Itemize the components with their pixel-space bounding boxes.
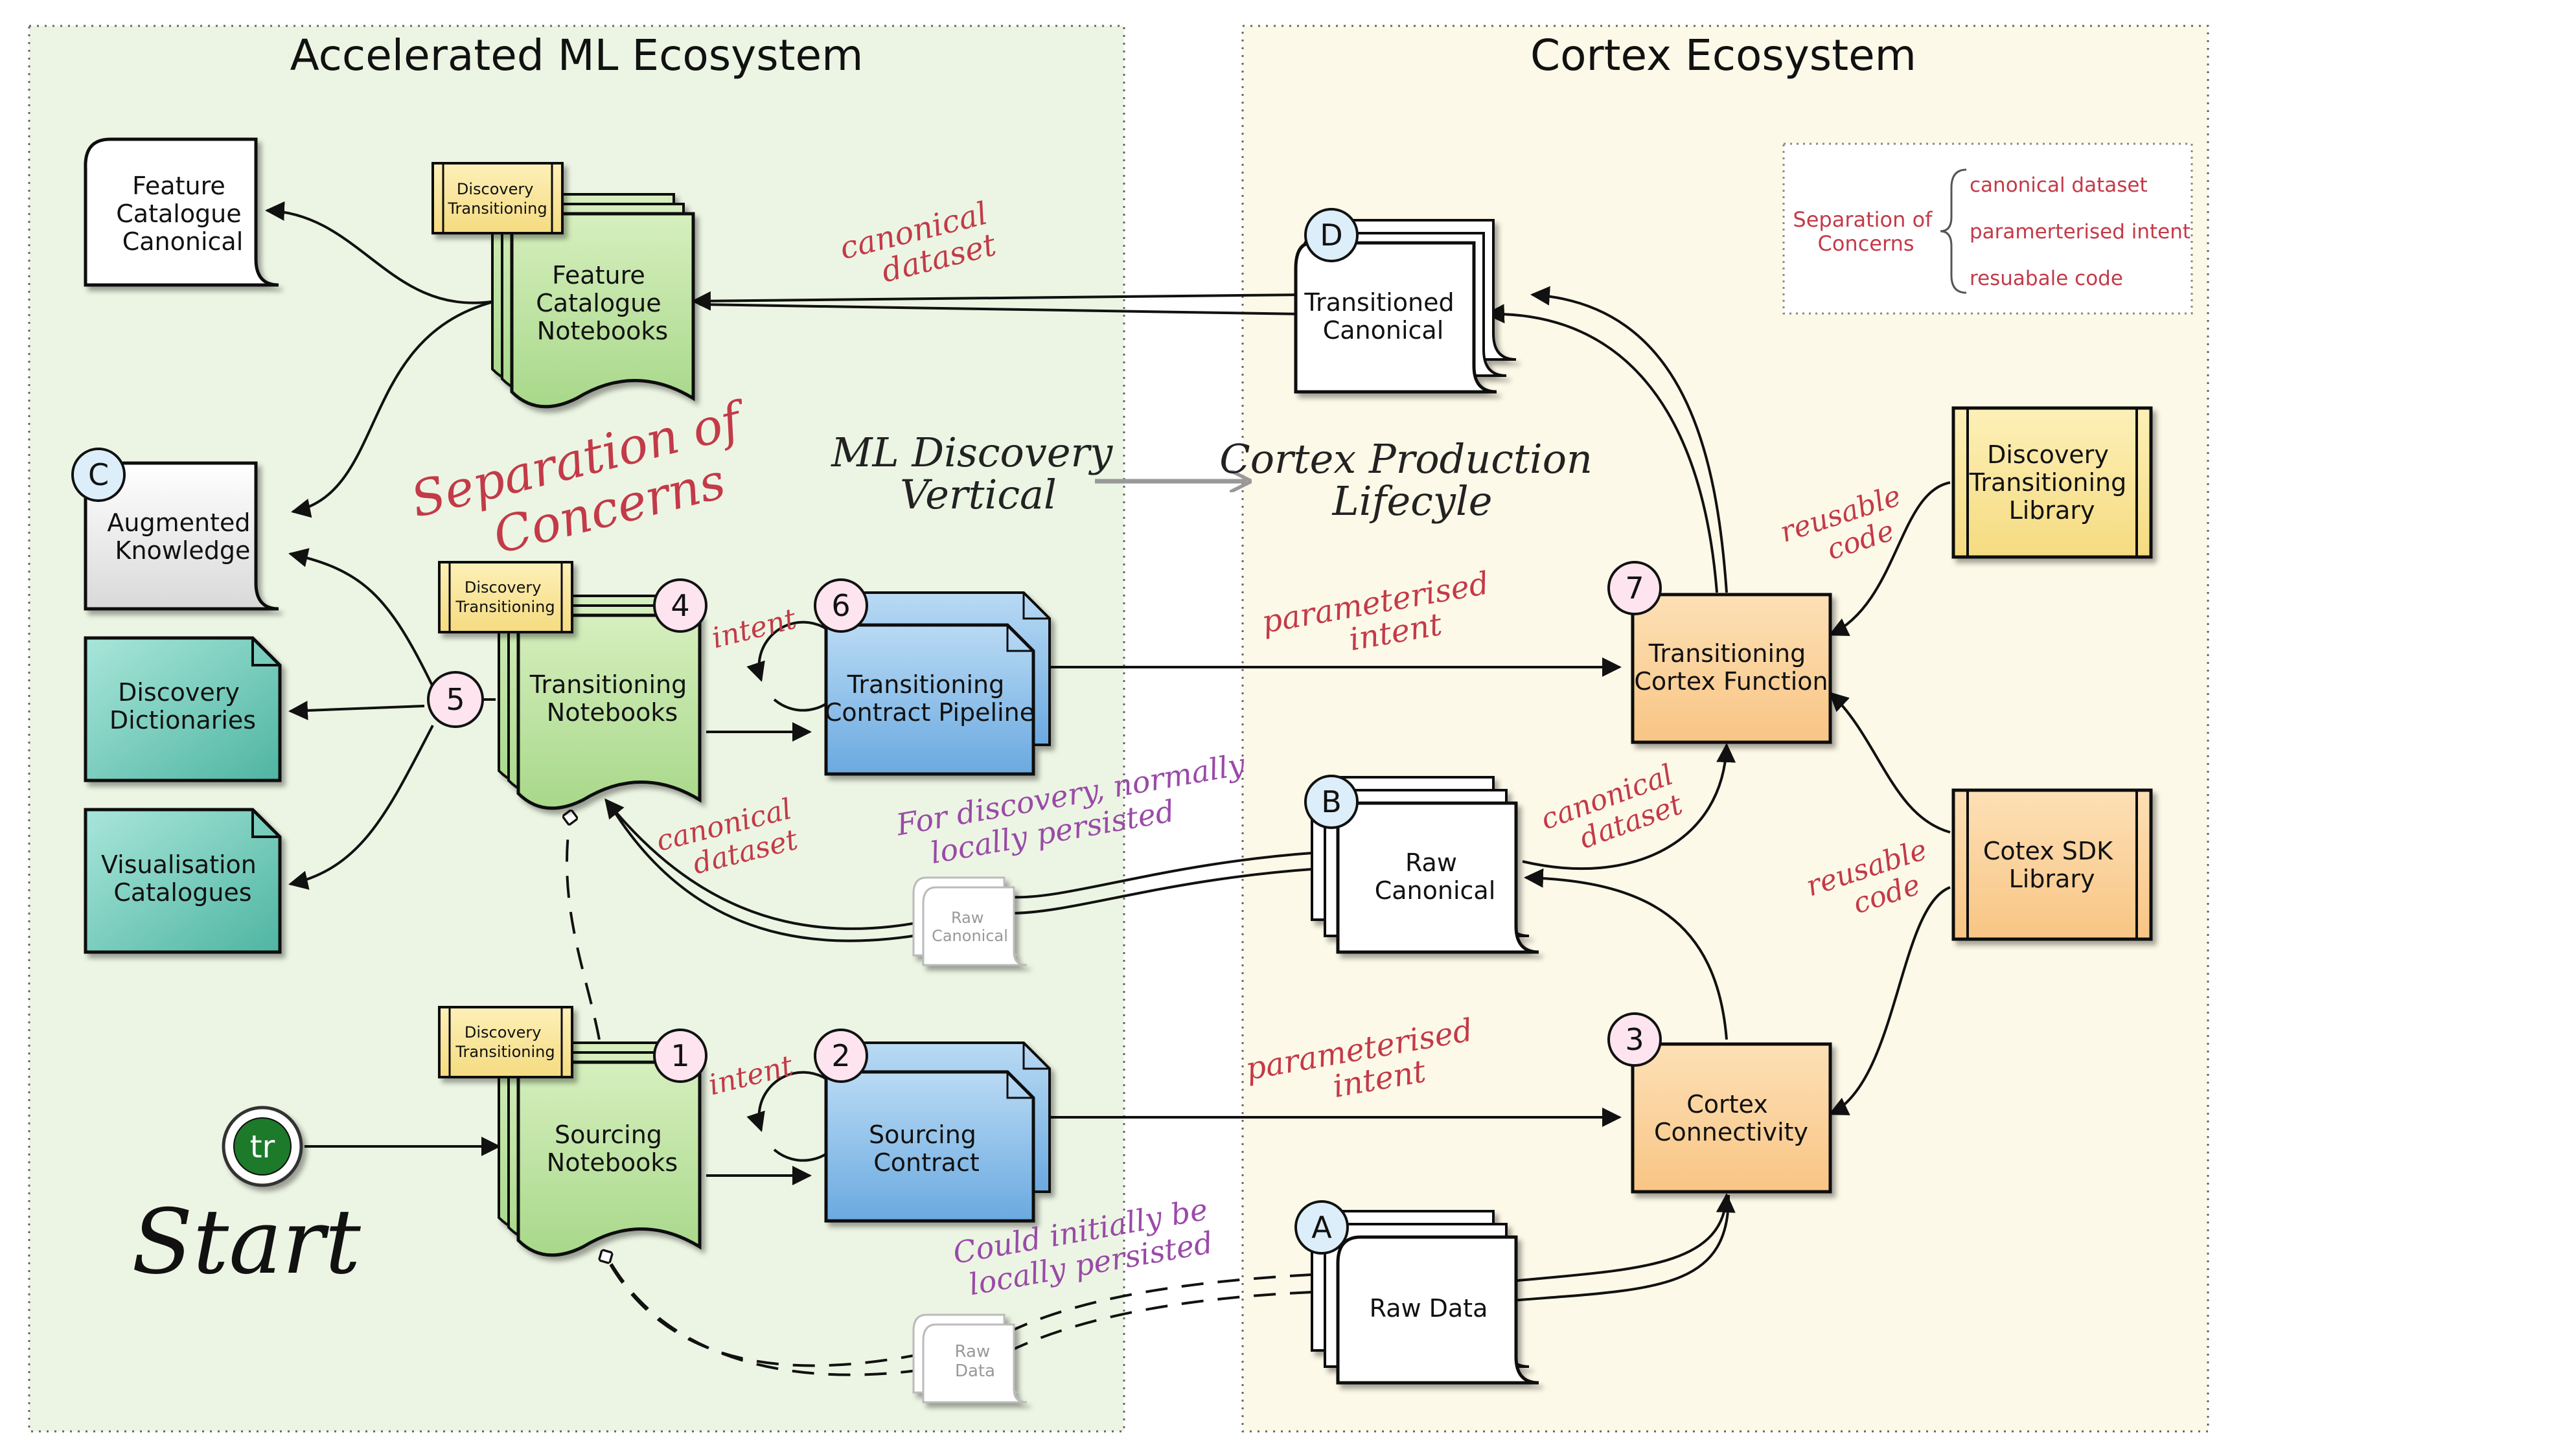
arrow-raw-canonical-to-function [1522, 743, 1736, 870]
svg-text:1: 1 [671, 1038, 689, 1073]
legend-label: Separation of Concerns [1793, 207, 1938, 256]
svg-text:7: 7 [1625, 571, 1644, 606]
transitioned-canonical-label: Transitioned Canonical [1304, 288, 1462, 345]
marker-7: 7 [1607, 561, 1662, 615]
small-raw-data-label: Raw Data [955, 1342, 996, 1381]
cotex-sdk-library-label: Cotex SDK Library [1983, 837, 2121, 893]
dashed-sourcing-to-transitioning [567, 817, 601, 1040]
legend-item-parameterised-intent: paramerterised intent [1970, 220, 2190, 244]
svg-text:4: 4 [671, 588, 689, 623]
arrow-5-to-visualisation [288, 725, 434, 890]
feature-catalogue-notebooks [491, 193, 695, 409]
discovery-dictionaries [84, 636, 282, 782]
discovery-transitioning-tag-bottom-label: Discovery Transitioning [455, 1023, 555, 1061]
svg-text:3: 3 [1625, 1022, 1644, 1057]
arrow-sdk-to-function [1828, 691, 1951, 834]
discovery-transitioning-tag-top-label: Discovery Transitioning [447, 180, 547, 218]
transitioning-contract-pipeline-label: Transitioning Contract Pipeline [825, 670, 1035, 727]
discovery-transitioning-tag-middle-label: Discovery Transitioning [455, 578, 555, 616]
raw-canonical-label: Raw Canonical [1375, 848, 1496, 905]
svg-text:D: D [1320, 218, 1342, 253]
svg-text:6: 6 [831, 588, 850, 623]
svg-text:5: 5 [446, 682, 465, 717]
arrow-rawdata-to-connectivity-1 [1496, 1193, 1736, 1284]
marker-3: 3 [1607, 1012, 1662, 1067]
legend-item-reusable-code: resuabale code [1970, 267, 2123, 290]
small-raw-canonical-label: Raw Canonical [932, 909, 1008, 945]
marker-5: 5 [427, 671, 484, 728]
visualisation-catalogues [84, 808, 282, 954]
transitioning-cortex-function-label: Transitioning Cortex Function [1634, 639, 1828, 696]
svg-text:Cortex Production Lifecy: Cortex Production Lifecyle [1219, 435, 1605, 525]
raw-canonical [1311, 776, 1539, 954]
discovery-transitioning-tag-middle [438, 561, 573, 633]
annotation-ml-discovery-vertical: ML Discovery Vertical [831, 429, 1125, 518]
cortex-connectivity [1631, 1042, 1832, 1194]
arrow-connectivity-to-raw-canonical [1524, 868, 1728, 1040]
arrow-5-to-dictionaries [288, 700, 425, 720]
cotex-sdk-library [1951, 788, 2153, 941]
cortex-connectivity-label: Cortex Connectivity [1654, 1090, 1808, 1146]
sourcing-contract-label: Sourcing Contract [869, 1120, 984, 1177]
legend-item-canonical-dataset: canonical dataset [1970, 174, 2148, 197]
small-raw-data [912, 1314, 1028, 1404]
small-raw-canonical [912, 876, 1028, 966]
svg-text:ML Discovery Vertical: ML Discovery Vertical [831, 429, 1125, 518]
svg-text:B: B [1321, 784, 1342, 819]
annotation-cortex-production-lifecycle: Cortex Production Lifecyle [1219, 435, 1605, 525]
svg-text:A: A [1311, 1210, 1332, 1245]
sourcing-notebooks [498, 1041, 702, 1257]
discovery-transitioning-tag-bottom [438, 1006, 573, 1078]
cortex-title: Cortex Ecosystem [1530, 30, 1916, 80]
marker-1: 1 [653, 1029, 707, 1083]
marker-2: 2 [814, 1029, 868, 1083]
discovery-dictionaries-label: Discovery Dictionaries [109, 678, 256, 734]
arrow-transitioned-to-fcn-1 [691, 291, 1306, 311]
transitioning-contract-pipeline [824, 591, 1051, 776]
discovery-transitioning-library [1951, 406, 2153, 559]
legend-box [1782, 142, 2193, 315]
marker-A: A [1294, 1200, 1349, 1255]
arrow-dtl-to-function [1828, 481, 1951, 636]
svg-text:C: C [88, 457, 109, 492]
arrow-fcn-to-augmented [291, 300, 496, 518]
annotation-start: Start [132, 1190, 361, 1294]
transitioning-notebooks-label: Transitioning Notebooks [529, 670, 695, 727]
arrow-sdk-to-connectivity [1828, 886, 1951, 1115]
start-badge-label: tr [250, 1129, 275, 1165]
start-badge [222, 1106, 303, 1187]
arrow-function-to-transitioned-1 [1530, 286, 1728, 593]
marker-D: D [1304, 208, 1359, 262]
svg-text:2: 2 [831, 1038, 850, 1073]
arrow-transitioned-to-fcn-2 [699, 303, 1306, 315]
arrow-5-to-augmented [288, 548, 434, 687]
feature-catalogue-notebooks-label: Feature Catalogue Notebooks [536, 261, 669, 345]
discovery-transitioning-library-label: Discovery Transitioning Library [1969, 440, 2135, 525]
accelerated-ml-title: Accelerated ML Ecosystem [290, 30, 864, 80]
sourcing-contract [824, 1041, 1051, 1223]
legend-brace [1940, 168, 1967, 294]
discovery-transitioning-tag-top [431, 162, 564, 234]
feature-catalogue-canonical [84, 137, 279, 287]
augmented-knowledge-label: Augmented Knowledge [107, 508, 258, 565]
sourcing-notebooks-label: Sourcing Notebooks [547, 1120, 678, 1177]
transitioned-canonical [1294, 219, 1517, 394]
transitioning-cortex-function [1631, 593, 1832, 744]
raw-data-label: Raw Data [1370, 1294, 1488, 1323]
feature-catalogue-canonical-label: Feature Catalogue Canonical [116, 172, 249, 256]
arrow-fcn-to-canonical [265, 201, 496, 304]
arrow-rawdata-to-connectivity-2 [1496, 1194, 1730, 1303]
visualisation-catalogues-label: Visualisation Catalogues [101, 850, 264, 907]
marker-C: C [71, 448, 126, 502]
marker-B: B [1304, 775, 1359, 829]
arrow-function-to-transitioned-2 [1485, 304, 1718, 593]
marker-6: 6 [814, 578, 868, 633]
marker-4: 4 [653, 578, 707, 633]
transitioning-notebooks [498, 595, 702, 810]
